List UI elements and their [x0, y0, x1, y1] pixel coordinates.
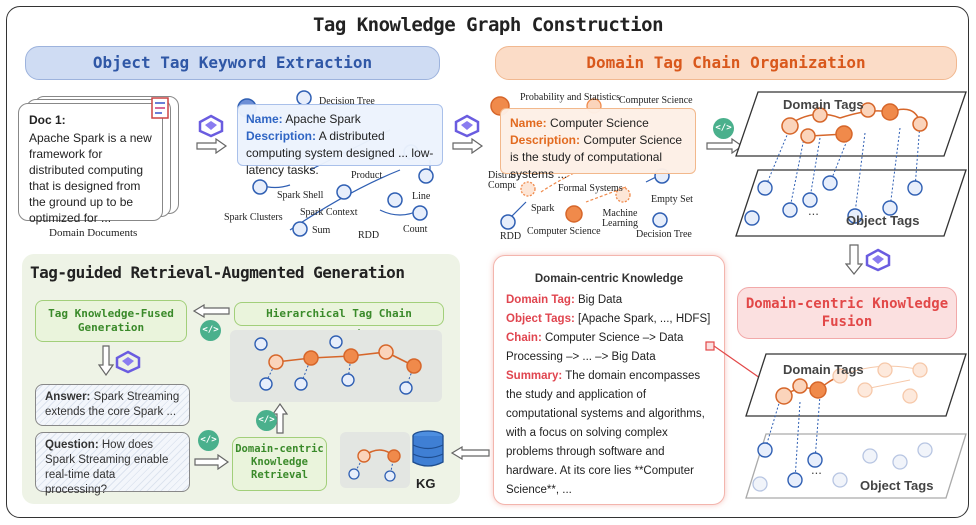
- node-label-decision-tree: Decision Tree: [319, 96, 375, 107]
- outer-frame: [6, 6, 969, 518]
- chain-value: Computer Science –> Data Processing –> .…: [506, 332, 684, 363]
- domain-tags-label: Domain Tags: [783, 97, 864, 112]
- domain-node-label-cs2: Computer Science: [527, 226, 601, 237]
- kg-label: KG: [416, 476, 436, 491]
- tag-graph-layers: [735, 91, 967, 237]
- object-tags-label-2: Object Tags: [860, 478, 934, 493]
- ellipsis-label-2: ...: [811, 462, 822, 477]
- llm-icon: [115, 350, 141, 374]
- question-box: Question: How does Spark Streaming enabl…: [35, 432, 190, 496]
- answer-key: Answer:: [45, 391, 91, 403]
- domain-node-label-spark: Spark: [531, 203, 555, 214]
- arrow-up: [272, 402, 288, 434]
- domain-node-label-empty-set: Empty Set: [651, 194, 693, 205]
- doc-caption: Domain Documents: [49, 227, 138, 239]
- doc-text: Apache Spark is a new framework for dist…: [29, 131, 152, 225]
- main-title: Tag Knowledge Graph Construction: [312, 14, 664, 36]
- node-label-spark-shell: Spark Shell: [277, 190, 324, 201]
- object-tag-card: Name: Apache Spark Description: A distri…: [237, 104, 443, 177]
- node-label-spark-clusters: Spark Clusters: [224, 212, 283, 223]
- object-tags-key: Object Tags:: [506, 313, 575, 325]
- arrow-down: [98, 345, 114, 377]
- domain-node-label-decision-tree: Decision Tree: [636, 229, 692, 240]
- domain-node-label-distributed: Distributed Computing: [488, 171, 516, 191]
- question-key: Question:: [45, 439, 99, 451]
- question-value: How does Spark Streaming enable real-tim…: [45, 439, 169, 496]
- domain-name-key: Name:: [510, 116, 547, 130]
- arrow-left: [450, 446, 490, 460]
- domain-tag-card: Name: Computer Science Description: Comp…: [500, 108, 696, 181]
- node-label-line: Line: [412, 191, 431, 202]
- domain-node-label-ml: Machine Learning: [601, 208, 639, 229]
- node-label-rdd: RDD: [358, 230, 380, 241]
- domain-desc-value: Computer Science is the study of computa…: [510, 133, 683, 181]
- answer-box: Answer: Spark Streaming extends the core…: [35, 384, 190, 426]
- arrow-right: [196, 138, 228, 154]
- node-label-sum: Sum: [312, 225, 331, 236]
- domain-document: Doc 1: Apache Spark is a new framework f…: [18, 103, 163, 225]
- answer-value: Spark Streaming extends the core Spark .…: [45, 391, 180, 418]
- document-icon: [151, 97, 169, 119]
- fused-generation-box: Tag Knowledge-Fused Generation: [35, 300, 187, 342]
- hierarchical-integration-box: Hierarchical Tag Chain Integration: [234, 302, 444, 341]
- database-icon: [412, 430, 444, 467]
- llm-icon: [454, 114, 480, 138]
- domain-node-label-cs: Computer Science: [619, 95, 693, 106]
- domain-chain-header: Domain Tag Chain Organization: [495, 46, 957, 80]
- object-name-key: Name:: [246, 112, 283, 126]
- object-name-value: Apache Spark: [285, 112, 361, 126]
- fused-tag-graph: [745, 353, 967, 499]
- domain-node-label-rdd: RDD: [500, 231, 522, 242]
- arrow-right: [706, 138, 744, 154]
- domain-node-label-prob: Probability and Statistics: [520, 92, 620, 103]
- code-badge: </>: [256, 410, 277, 431]
- doc-title: Doc 1:: [29, 113, 66, 127]
- arrow-right: [194, 454, 230, 470]
- chain-key: Chain:: [506, 332, 542, 344]
- knowledge-retrieval-box: Domain-centric Knowledge Retrieval: [232, 437, 327, 491]
- object-tags-label: Object Tags: [846, 213, 920, 228]
- retrieved-graph: [348, 449, 401, 482]
- arrow-right: [452, 138, 484, 154]
- domain-tag-value: Big Data: [578, 294, 623, 306]
- knowledge-fusion-box: Domain-centric Knowledge Fusion: [737, 287, 957, 339]
- domain-name-value: Computer Science: [550, 116, 649, 130]
- code-badge: </>: [198, 430, 219, 451]
- object-tags-value: [Apache Spark, ..., HDFS]: [578, 313, 711, 325]
- ellipsis-label: ...: [808, 203, 819, 218]
- arrow-left: [192, 304, 230, 318]
- summary-value: The domain encompasses the study and app…: [506, 370, 705, 496]
- llm-icon: [198, 114, 224, 138]
- domain-desc-key: Description:: [510, 133, 581, 147]
- domain-node-label-formal: Formal Systems: [558, 183, 623, 194]
- object-desc-key: Description:: [246, 129, 317, 143]
- code-badge: </>: [713, 118, 734, 139]
- node-label-spark-context: Spark Context: [300, 207, 358, 218]
- code-badge: </>: [200, 320, 221, 341]
- object-extraction-header: Object Tag Keyword Extraction: [25, 46, 440, 80]
- rag-title: Tag-guided Retrieval-Augmented Generatio…: [30, 263, 405, 282]
- domain-tags-label-2: Domain Tags: [783, 362, 864, 377]
- domain-knowledge-card: Domain-centric Knowledge Domain Tag: Big…: [493, 255, 725, 505]
- domain-tag-key: Domain Tag:: [506, 294, 575, 306]
- arrow-down: [845, 244, 863, 275]
- llm-icon: [865, 248, 891, 272]
- knowledge-heading: Domain-centric Knowledge: [534, 273, 684, 285]
- node-label-count: Count: [403, 224, 428, 235]
- summary-key: Summary:: [506, 370, 563, 382]
- node-label-product: Product: [351, 170, 383, 181]
- chain-graph: [254, 335, 422, 395]
- object-desc-value: A distributed computing system designed …: [246, 129, 434, 177]
